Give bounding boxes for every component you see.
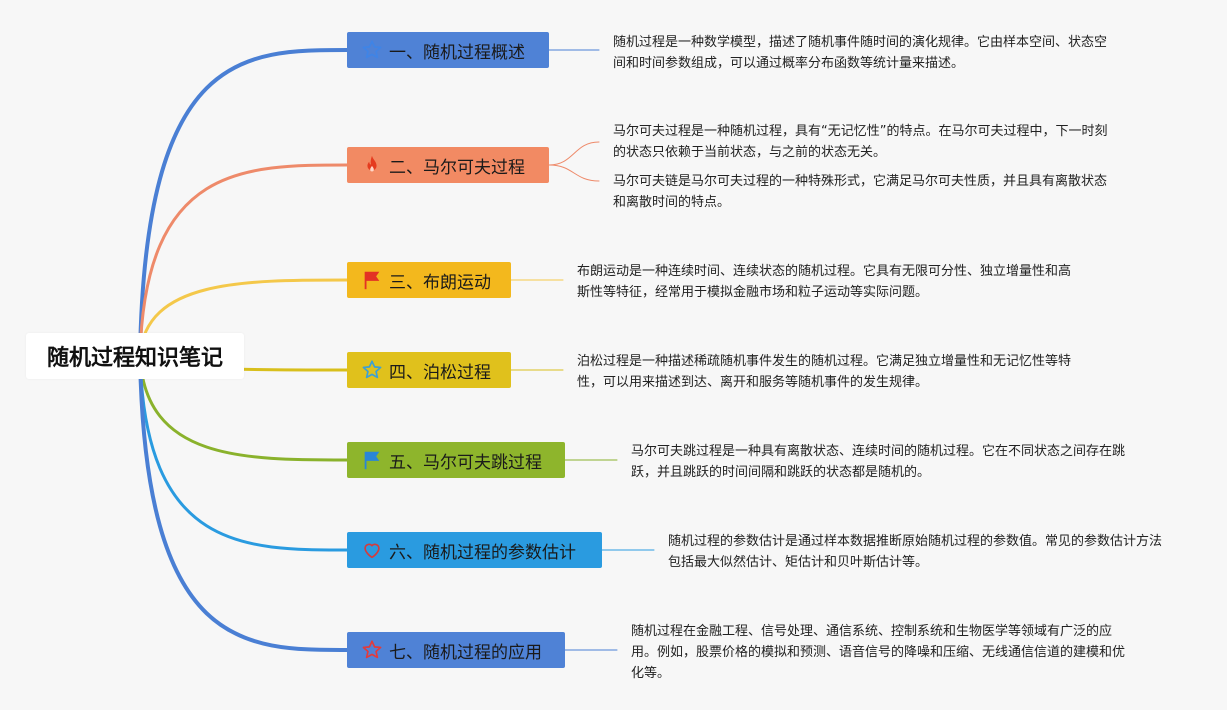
branch-connector	[138, 278, 349, 358]
flag-icon	[361, 269, 383, 291]
star-outline-icon	[361, 39, 383, 61]
branch-connector	[138, 354, 349, 652]
topic-node[interactable]: 一、随机过程概述	[347, 32, 549, 68]
root-title: 随机过程知识笔记	[26, 333, 244, 379]
topic-label: 五、马尔可夫跳过程	[389, 452, 542, 473]
topic-label: 四、泊松过程	[389, 362, 491, 383]
topic-description: 马尔可夫链是马尔可夫过程的一种特殊形式，它满足马尔可夫性质，并且具有离散状态和离…	[613, 174, 1108, 210]
topic-description: 马尔可夫过程是一种随机过程，具有“无记忆性”的特点。在马尔可夫过程中，下一时刻的…	[613, 124, 1108, 160]
topic-node[interactable]: 五、马尔可夫跳过程	[347, 442, 565, 478]
topic-node[interactable]: 三、布朗运动	[347, 262, 511, 298]
topic-node[interactable]: 二、马尔可夫过程	[347, 147, 549, 183]
topic-node[interactable]: 六、随机过程的参数估计	[347, 532, 602, 568]
branch-connector	[138, 48, 349, 358]
topic-description: 随机过程的参数估计是通过样本数据推断原始随机过程的参数值。常见的参数估计方法包括…	[668, 534, 1163, 570]
topic-node[interactable]: 四、泊松过程	[347, 352, 511, 388]
heart-icon	[361, 539, 383, 561]
topic-label: 二、马尔可夫过程	[389, 157, 525, 178]
topic-label: 三、布朗运动	[389, 272, 491, 293]
topic-label: 七、随机过程的应用	[389, 642, 542, 663]
fire-icon	[361, 154, 383, 176]
branch-connector	[138, 163, 349, 358]
topic-description: 随机过程是一种数学模型，描述了随机事件随时间的演化规律。它由样本空间、状态空间和…	[613, 35, 1108, 71]
topic-label: 六、随机过程的参数估计	[389, 542, 576, 563]
star-outline-icon	[361, 359, 383, 381]
topic-node[interactable]: 七、随机过程的应用	[347, 632, 565, 668]
star-outline-icon	[361, 639, 383, 661]
topic-description: 泊松过程是一种描述稀疏随机事件发生的随机过程。它满足独立增量性和无记忆性等特性，…	[577, 354, 1072, 390]
desc-connector	[548, 164, 600, 182]
topic-description: 随机过程在金融工程、信号处理、通信系统、控制系统和生物医学等领域有广泛的应用。例…	[631, 624, 1126, 681]
flag-icon	[361, 449, 383, 471]
topic-description: 马尔可夫跳过程是一种具有离散状态、连续时间的随机过程。它在不同状态之间存在跳跃，…	[631, 444, 1126, 480]
desc-connector	[548, 141, 600, 166]
topic-label: 一、随机过程概述	[389, 42, 525, 63]
branch-connector	[138, 354, 349, 552]
branch-connector	[138, 354, 349, 462]
topic-description: 布朗运动是一种连续时间、连续状态的随机过程。它具有无限可分性、独立增量性和高斯性…	[577, 264, 1072, 300]
